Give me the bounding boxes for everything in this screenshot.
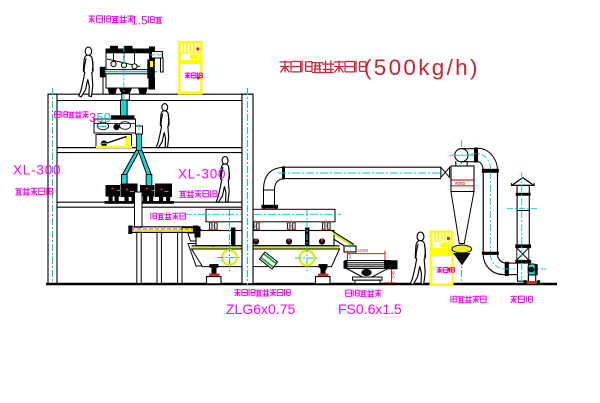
svg-text:XL-300: XL-300 — [178, 167, 226, 182]
svg-text:#060: #060 — [455, 181, 466, 186]
svg-text:FS0.6x1.5: FS0.6x1.5 — [338, 301, 402, 317]
svg-text:1500: 1500 — [358, 248, 369, 254]
svg-text:ZLG6x0.75: ZLG6x0.75 — [226, 301, 295, 317]
svg-text:XL-300: XL-300 — [13, 163, 61, 178]
svg-text:1.5: 1.5 — [131, 14, 148, 28]
svg-text:50: 50 — [97, 110, 111, 125]
svg-text:545: 545 — [391, 270, 396, 278]
svg-text:(500kg/h): (500kg/h) — [364, 55, 480, 80]
svg-text:3: 3 — [89, 110, 96, 125]
